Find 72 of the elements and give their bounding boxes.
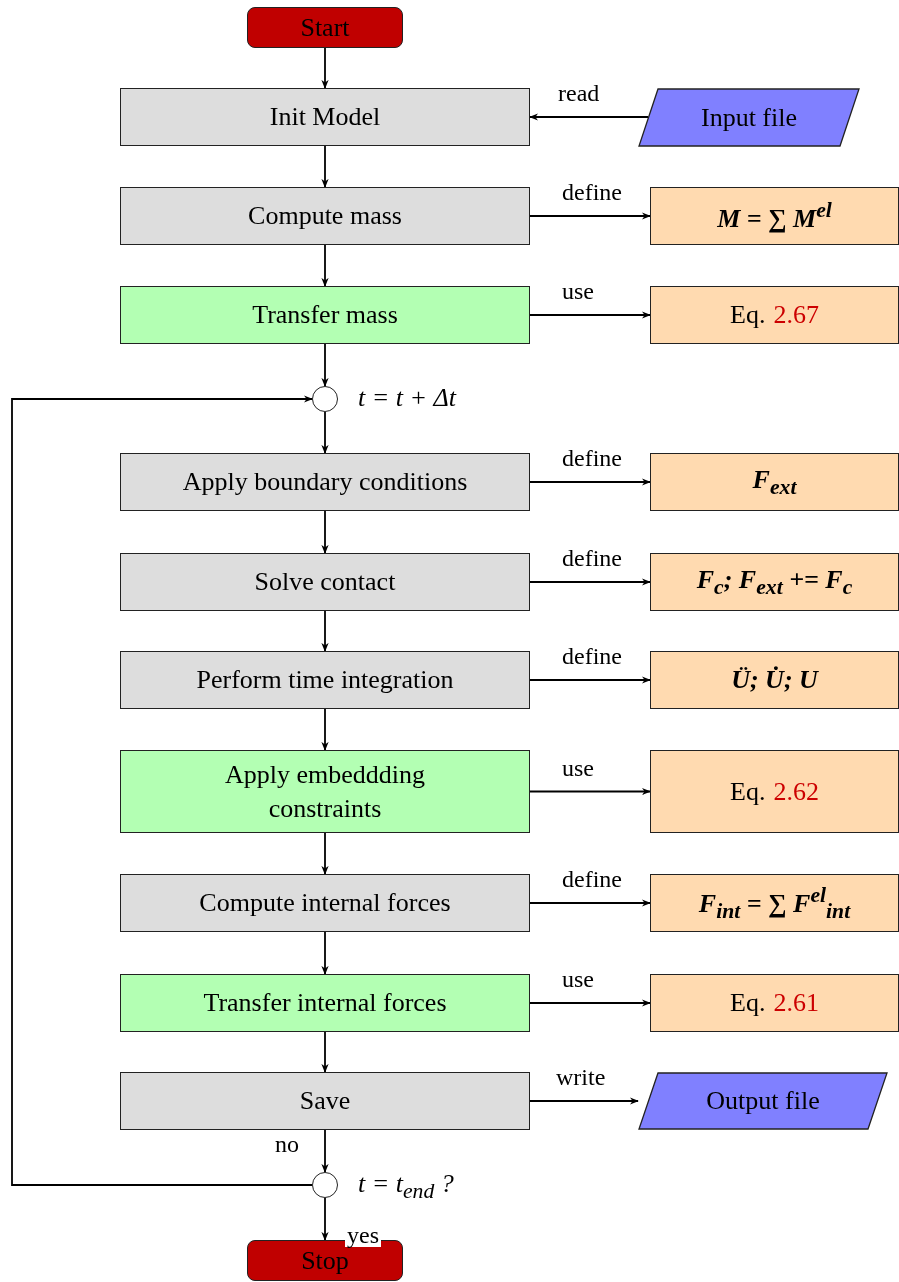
arrow <box>321 931 329 975</box>
junction-circle <box>312 386 338 412</box>
arrow <box>321 1129 329 1173</box>
formula: Ü; U̇; U <box>731 664 818 697</box>
result-box <box>650 453 899 511</box>
arrow <box>529 999 651 1007</box>
arrow <box>321 1031 329 1073</box>
node-label: Init Model <box>269 101 381 134</box>
condition-label: t = t + Δt <box>358 385 457 411</box>
node-label: Transfer mass <box>252 299 398 332</box>
arrow <box>529 113 649 121</box>
node-label: Apply embeddding constraints <box>224 758 426 825</box>
data-parallelogram <box>638 88 860 147</box>
arrow <box>321 244 329 287</box>
result-box <box>650 651 899 709</box>
condition-label: t = t$_{end}$ ? <box>358 1171 454 1203</box>
terminal-box <box>247 7 403 48</box>
arrow <box>321 145 329 188</box>
arrow <box>529 1097 639 1105</box>
node-label: Apply boundary conditions <box>182 466 468 499</box>
reference-box <box>650 750 899 833</box>
reference-box <box>650 974 899 1032</box>
equation-link: 2.62 <box>773 775 819 808</box>
result-box <box>650 187 899 245</box>
arrow <box>529 787 651 796</box>
process-box <box>120 553 530 611</box>
formula: F$_{ext}$ <box>752 463 797 501</box>
equation-label: Eq. <box>730 299 766 332</box>
process-box <box>120 651 530 709</box>
equation-label: Eq. <box>730 987 766 1020</box>
node-label: Solve contact <box>254 566 396 599</box>
arrow <box>321 708 329 751</box>
process-box <box>120 874 530 932</box>
arrow <box>529 899 651 907</box>
arrow <box>321 411 329 454</box>
arrow <box>321 510 329 554</box>
arrow <box>321 1197 329 1241</box>
reference-box <box>650 286 899 344</box>
process-box <box>120 750 530 833</box>
node-label: Start <box>300 11 350 44</box>
process-box <box>120 1072 530 1130</box>
equation-label: Eq. <box>730 775 766 808</box>
process-box <box>120 286 530 344</box>
process-box <box>120 187 530 245</box>
arrow <box>11 395 313 1186</box>
node-label: Compute mass <box>248 200 402 233</box>
data-parallelogram <box>638 1072 888 1130</box>
node-label: Input file <box>701 101 797 134</box>
arrow <box>529 578 651 586</box>
arrow <box>321 47 329 89</box>
result-box <box>650 874 899 932</box>
node-label: Output file <box>706 1085 820 1118</box>
arrow <box>321 610 329 652</box>
arrow <box>529 212 651 220</box>
equation-link: 2.67 <box>773 299 819 332</box>
arrow <box>529 676 651 684</box>
arrow <box>321 343 329 387</box>
process-box <box>120 453 530 511</box>
formula: F$_{c}$; F$_{ext}$ += F$_{c}$ <box>696 563 853 601</box>
arrow <box>529 311 651 319</box>
arrow <box>321 832 329 875</box>
node-label: Transfer internal forces <box>203 987 447 1020</box>
equation-link: 2.61 <box>773 987 819 1020</box>
node-label: Perform time integration <box>196 664 454 697</box>
junction-circle <box>312 1172 338 1198</box>
node-label: Save <box>299 1085 351 1118</box>
node-label: Compute internal forces <box>199 887 451 920</box>
process-box <box>120 974 530 1032</box>
formula: M = ∑ M$^{el}$ <box>717 197 832 235</box>
result-box <box>650 553 899 611</box>
arrow <box>529 478 651 486</box>
process-box <box>120 88 530 146</box>
